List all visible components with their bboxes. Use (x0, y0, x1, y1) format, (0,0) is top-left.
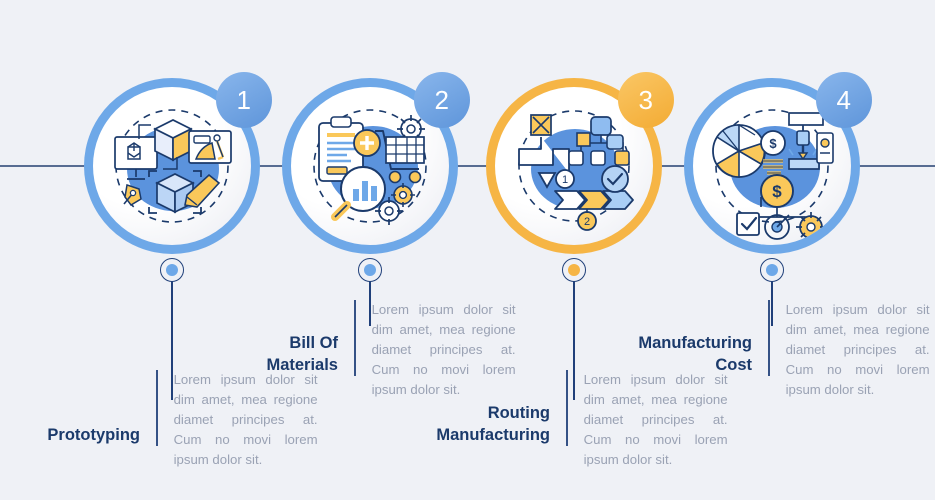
prototyping-3d-cube-icon (93, 87, 251, 245)
timeline-dot-3[interactable] (562, 258, 586, 282)
timeline-node-2[interactable]: 2 (282, 72, 470, 254)
stem-2 (369, 266, 371, 326)
step-divider-4 (768, 300, 770, 376)
step-divider-2 (354, 300, 356, 376)
step-divider-1 (156, 370, 158, 446)
step-entry-3: Routing Manufacturing Lorem ipsum dolor … (410, 370, 730, 467)
svg-text:2: 2 (584, 216, 590, 228)
timeline-node-1[interactable]: 1 (84, 72, 272, 254)
step-badge-4: 4 (816, 72, 872, 128)
timeline-dot-2[interactable] (358, 258, 382, 282)
step-body-1: Lorem ipsum dolor sit dim amet, mea regi… (173, 372, 318, 468)
step-body-2: Lorem ipsum dolor sit dim amet, mea regi… (371, 302, 516, 398)
timeline-node-4[interactable]: $ $ (684, 72, 872, 254)
step-entry-4: Manufacturing Cost Lorem ipsum dolor sit… (618, 300, 935, 397)
step-entry-2: Bill Of Materials Lorem ipsum dolor sit … (218, 300, 518, 397)
stem-4 (771, 266, 773, 326)
bill-of-materials-clipboard-cart-icon (291, 87, 449, 245)
step-badge-1: 1 (216, 72, 272, 128)
step-title-4: Manufacturing Cost (638, 333, 752, 374)
step-entry-1: Prototyping Lorem ipsum dolor sit dim am… (20, 370, 320, 467)
svg-text:1: 1 (562, 174, 568, 186)
timeline-axis (0, 165, 935, 167)
timeline-dot-1[interactable] (160, 258, 184, 282)
routing-flowchart-arrows-icon: 1 2 (495, 87, 653, 245)
step-body-4: Lorem ipsum dolor sit dim amet, mea regi… (785, 302, 930, 398)
svg-text:$: $ (772, 182, 782, 201)
step-title-2: Bill Of Materials (266, 333, 338, 374)
stem-1 (171, 266, 173, 400)
step-badge-2: 2 (414, 72, 470, 128)
step-title-1: Prototyping (47, 425, 140, 444)
step-divider-3 (566, 370, 568, 446)
step-title-3: Routing Manufacturing (436, 403, 550, 444)
stem-3 (573, 266, 575, 400)
timeline-dot-4[interactable] (760, 258, 784, 282)
timeline-node-3[interactable]: 1 2 3 (486, 72, 674, 254)
step-badge-3: 3 (618, 72, 674, 128)
step-body-3: Lorem ipsum dolor sit dim amet, mea regi… (583, 372, 728, 468)
svg-text:$: $ (769, 136, 777, 151)
manufacturing-cost-piechart-coin-icon: $ $ (693, 87, 851, 245)
